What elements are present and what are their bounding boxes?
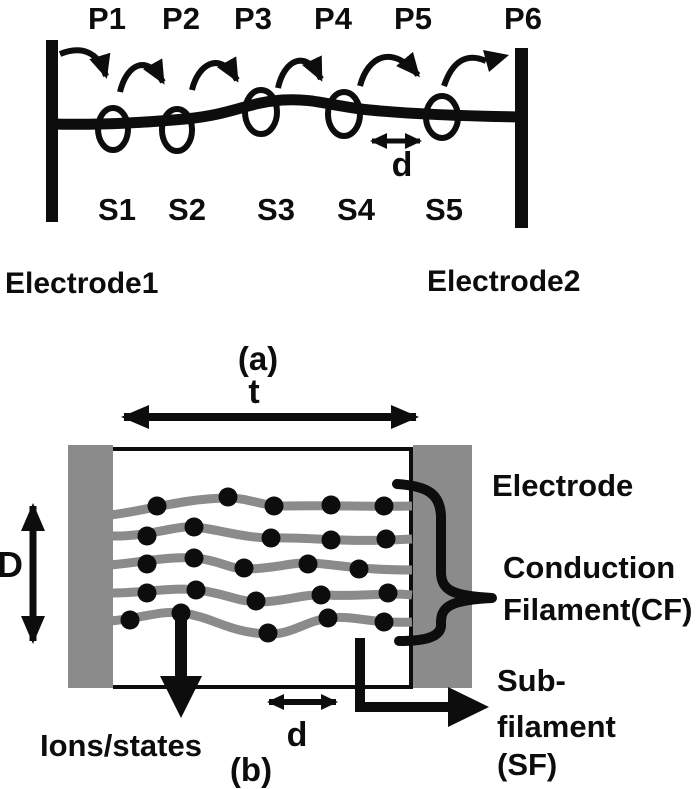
hop-label-p4: P4: [314, 1, 353, 36]
ion-dot: [311, 585, 331, 605]
electrode1-bar: [46, 40, 58, 222]
site-ellipse-s5: [423, 93, 461, 141]
ion-dot: [120, 610, 140, 630]
ion-dots: [120, 487, 398, 643]
ions-arrow-head: [160, 676, 202, 718]
ion-dot: [246, 591, 266, 611]
distance-label-a: d: [392, 146, 413, 184]
site-label-s2: S2: [168, 192, 206, 227]
ion-dot: [321, 530, 341, 550]
hop-label-p5: P5: [394, 1, 432, 36]
ion-dot: [137, 583, 157, 603]
cf-brace: [392, 479, 497, 646]
filament-2: [109, 522, 413, 545]
ion-dot: [234, 558, 254, 578]
site-ellipse-s1: [95, 105, 131, 153]
ion-dot: [376, 529, 396, 549]
ion-dot: [264, 496, 284, 516]
panel-b-caption: (b): [230, 751, 272, 788]
subfilament-label-line3: (SF): [497, 747, 557, 782]
ion-dot: [147, 496, 167, 516]
hop-arrow-4: [275, 55, 324, 89]
ion-dot: [261, 528, 281, 548]
ion-dot: [137, 554, 157, 574]
panel-b: t: [0, 373, 692, 788]
site-label-s1: S1: [98, 192, 136, 227]
subfilament-arrow-head: [448, 687, 489, 727]
hop-arrow-6: [441, 54, 488, 88]
site-label-s4: S4: [337, 192, 376, 227]
left-electrode-bar: [68, 445, 113, 688]
panel-a: P1 P2 P3 P4 P5 P6 d S1 S2 S3 S4 S5: [5, 1, 580, 377]
hop-arrow-5: [357, 51, 421, 87]
distance-label-b: d: [287, 716, 308, 754]
ion-dot: [378, 583, 398, 603]
ion-dot: [137, 526, 157, 546]
ion-dot: [374, 612, 394, 632]
ion-dot: [186, 580, 206, 600]
site-ellipse-s4: [325, 89, 363, 139]
subfilament-label-line2: filament: [497, 709, 616, 744]
ion-dot: [374, 496, 394, 516]
ion-dot: [321, 495, 341, 515]
hop-label-p1: P1: [88, 1, 126, 36]
ion-dot: [184, 548, 204, 568]
subfilament-label-line1: Sub-: [497, 663, 566, 698]
panel-a-caption: (a): [238, 340, 278, 377]
electrode2-bar: [515, 48, 528, 228]
hop-arrow-2: [117, 58, 166, 93]
conduction-filament-label-line1: Conduction: [503, 550, 675, 585]
electrode-label-b: Electrode: [492, 468, 633, 503]
hop-arrow-3: [189, 56, 240, 91]
ion-dot: [184, 517, 204, 537]
ion-dot: [318, 608, 338, 628]
hop-arrow-1: [58, 47, 111, 79]
ion-dot: [349, 559, 369, 579]
ion-dot: [218, 487, 238, 507]
thickness-label: t: [248, 373, 259, 411]
electrode1-label: Electrode1: [5, 267, 158, 300]
ions-label: Ions/states: [40, 728, 202, 763]
ion-dot: [258, 623, 278, 643]
diameter-label: D: [0, 544, 23, 585]
filament-line: [51, 94, 522, 130]
site-label-s3: S3: [257, 192, 295, 227]
ion-dot: [298, 554, 318, 574]
electrode2-label: Electrode2: [427, 265, 580, 298]
hop-arrow-6-head: [483, 50, 509, 72]
site-label-s5: S5: [425, 192, 463, 227]
subfilament-arrow-line: [355, 638, 450, 712]
hop-label-p6: P6: [504, 1, 542, 36]
hop-label-p3: P3: [234, 1, 272, 36]
conduction-filament-label-line2: Filament(CF): [503, 592, 692, 627]
site-ellipse-s3: [242, 87, 280, 137]
site-ellipse-s2: [159, 106, 195, 154]
hop-label-p2: P2: [162, 1, 200, 36]
